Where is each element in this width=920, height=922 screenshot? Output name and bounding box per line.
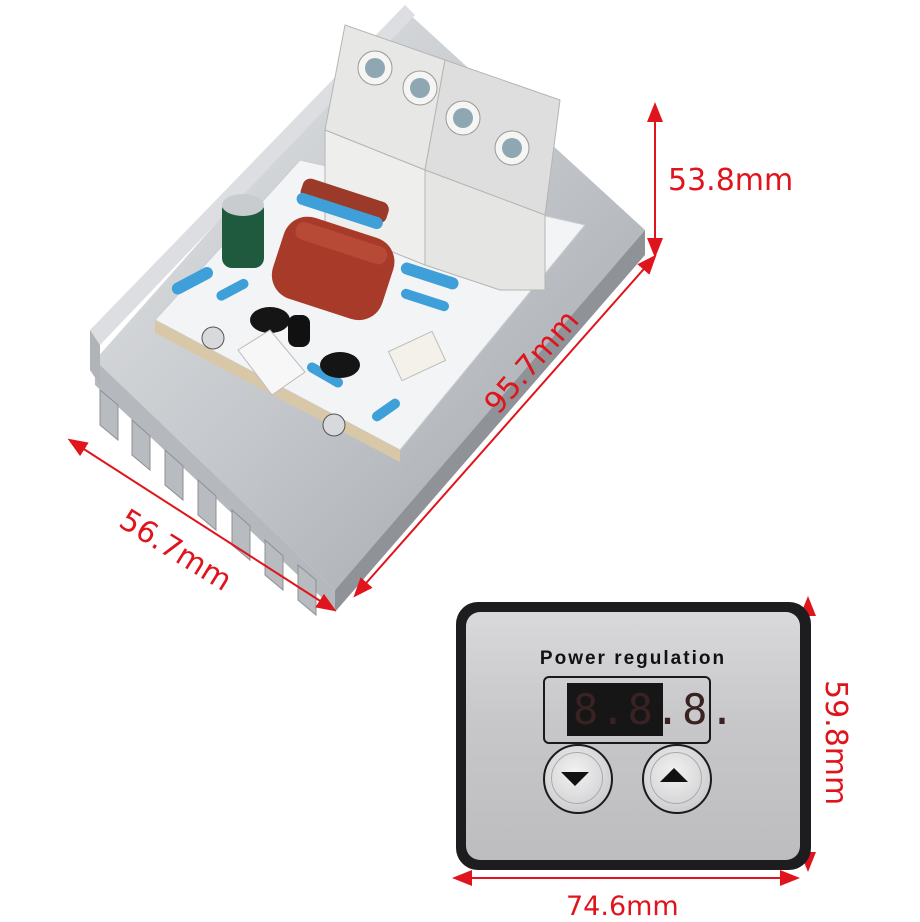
dim-line-length [353,254,657,598]
up-button[interactable] [642,744,712,814]
dim-label-panel-width: 74.6mm [566,891,679,922]
screw [201,326,225,350]
triangle-up-icon [660,768,688,782]
dim-label-panel-height: 59.8mm [818,680,853,806]
led-display: 8.8.8. [567,683,735,736]
panel-title: Power regulation [539,648,727,669]
display-digits: 8.8.8. [573,685,737,734]
screw [322,413,346,437]
control-panel: Power regulation 8.8.8. [456,602,811,870]
display-frame: 8.8.8. [543,676,735,744]
dim-label-height: 53.8mm [668,163,794,198]
connector-header [237,329,306,396]
triangle-down-icon [561,772,589,786]
dim-line-width [67,438,337,612]
down-button[interactable] [543,744,613,814]
panel-face: Power regulation 8.8.8. [466,612,800,860]
electrolytic-capacitor [222,194,264,268]
